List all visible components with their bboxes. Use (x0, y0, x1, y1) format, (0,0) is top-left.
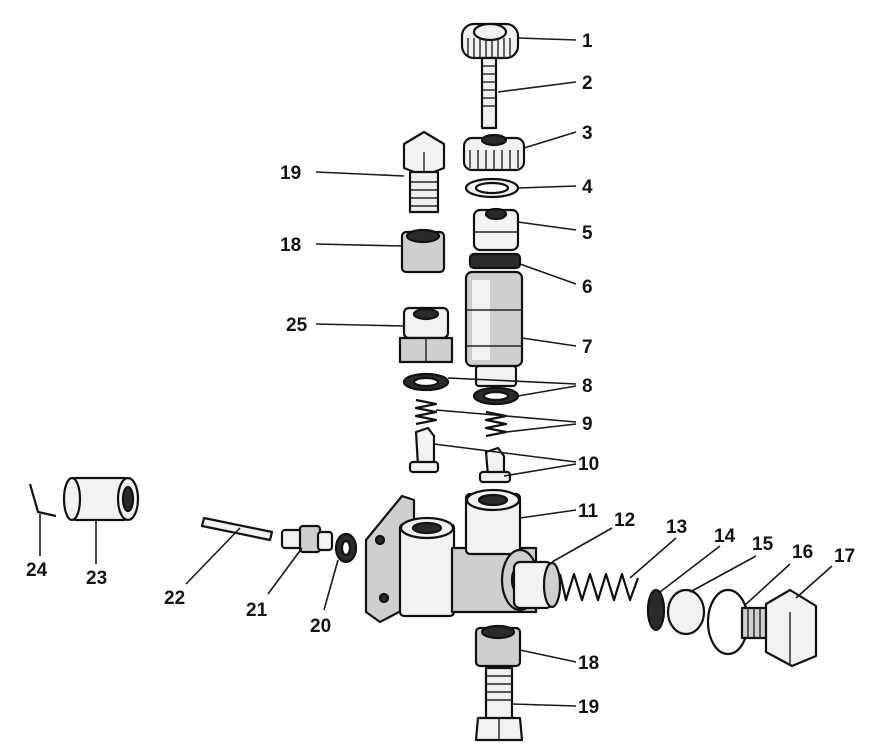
part-4-washer (464, 177, 520, 199)
part-24-hex-key (28, 483, 57, 518)
label-13: 13 (666, 517, 687, 538)
part-17-plug (740, 588, 818, 668)
part-5-plunger (472, 207, 520, 252)
part-10-valves (408, 426, 512, 484)
part-22-pin (200, 516, 274, 542)
label-14: 14 (714, 526, 736, 547)
label-15: 15 (752, 534, 774, 555)
label-10: 10 (578, 454, 599, 475)
part-15-cap (666, 588, 706, 636)
part-18-sleeve-top (400, 228, 446, 274)
part-11-pump-body (364, 488, 540, 624)
label-18-bottom: 18 (578, 653, 599, 674)
leader-lines (39, 37, 833, 707)
label-4: 4 (582, 177, 593, 198)
label-1: 1 (582, 31, 593, 52)
label-18-top: 18 (280, 235, 301, 256)
label-3: 3 (582, 123, 593, 144)
part-23-sleeve (62, 476, 140, 522)
label-12: 12 (614, 510, 635, 531)
label-17: 17 (834, 546, 855, 567)
label-25: 25 (286, 315, 308, 336)
label-16: 16 (792, 542, 813, 563)
part-21-valve-fitting (280, 524, 334, 554)
label-20: 20 (310, 616, 331, 637)
label-8: 8 (582, 376, 593, 397)
label-22: 22 (164, 588, 185, 609)
part-number-labels: 1 2 3 4 5 6 7 8 9 10 11 12 13 14 15 16 1… (26, 31, 855, 718)
label-11: 11 (578, 501, 599, 522)
part-13-spring (558, 572, 640, 602)
part-14-washer (646, 588, 666, 632)
label-19-top: 19 (280, 163, 301, 184)
label-24: 24 (26, 560, 48, 581)
label-19-bottom: 19 (578, 697, 599, 718)
label-7: 7 (582, 337, 593, 358)
label-2: 2 (582, 73, 593, 94)
part-8-washers (402, 372, 520, 406)
part-20-washer (334, 532, 358, 564)
label-6: 6 (582, 277, 593, 298)
part-25-fitting (398, 306, 454, 364)
label-9: 9 (582, 414, 593, 435)
part-2-stem (480, 56, 498, 130)
label-5: 5 (582, 223, 593, 244)
part-19-bolt-top (402, 130, 446, 214)
label-21: 21 (246, 600, 268, 621)
part-7-cylinder (464, 270, 524, 388)
part-1-knob (460, 22, 520, 60)
part-19-bolt-bottom (474, 666, 524, 742)
part-6-ring (468, 252, 522, 270)
label-23: 23 (86, 568, 107, 589)
part-12-piston (512, 560, 562, 610)
part-3-nut (462, 133, 526, 172)
part-18-sleeve-bottom (474, 624, 522, 668)
